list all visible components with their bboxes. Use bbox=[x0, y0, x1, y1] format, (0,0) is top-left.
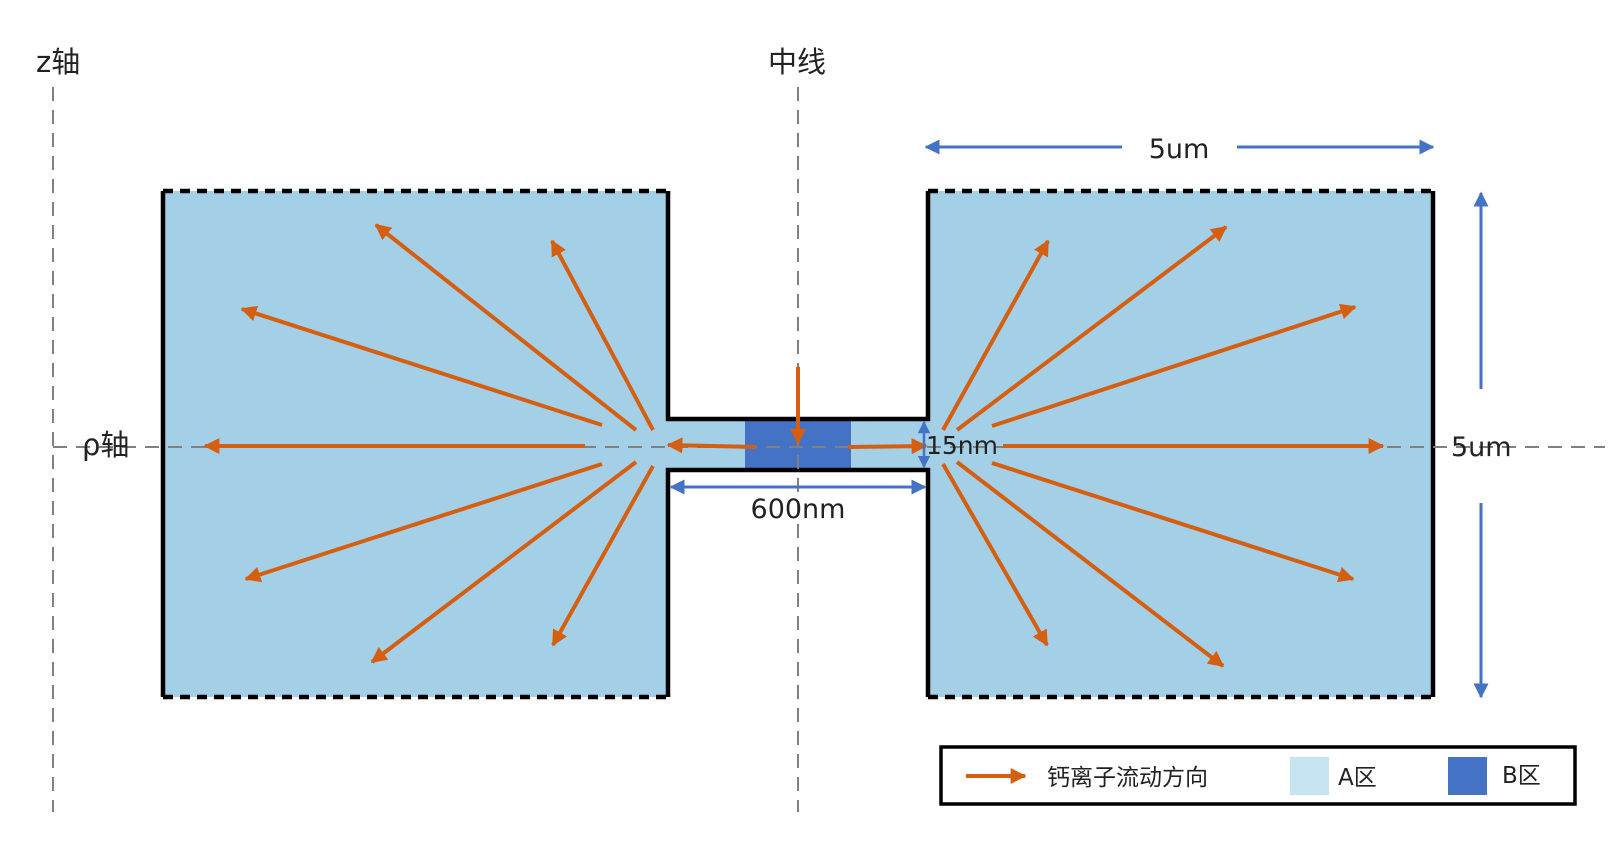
dimension-arrows bbox=[669, 139, 1489, 699]
legend-zone-a-swatch bbox=[1290, 757, 1329, 795]
legend: 钙离子流动方向 A区 B区 bbox=[939, 745, 1577, 806]
flow-arrow-left-6 bbox=[370, 460, 638, 664]
legend-zone-b-swatch bbox=[1448, 757, 1487, 795]
flow-arrow-right-6 bbox=[955, 460, 1225, 668]
flow-arrow-left-3 bbox=[240, 305, 603, 427]
z-axis-label: z轴 bbox=[36, 45, 80, 79]
flow-arrow-left-1 bbox=[550, 239, 655, 431]
legend-zone-a-label: A区 bbox=[1338, 765, 1377, 791]
flow-arrow-left-7 bbox=[551, 465, 655, 647]
flow-arrow-right-3 bbox=[991, 303, 1357, 428]
calcium-flow-arrows bbox=[203, 223, 1385, 668]
flow-arrow-right-1 bbox=[941, 239, 1050, 431]
flow-arrow-left-5 bbox=[244, 462, 603, 583]
flow-arrow-left-center bbox=[666, 437, 757, 454]
width-label: 5um bbox=[1149, 134, 1210, 165]
rho-axis-label: ρ轴 bbox=[82, 428, 129, 462]
legend-arrow-label: 钙离子流动方向 bbox=[1047, 765, 1208, 791]
flow-arrow-right-5 bbox=[991, 461, 1355, 583]
midline-label: 中线 bbox=[768, 45, 826, 79]
flow-arrow-right-7 bbox=[941, 463, 1049, 647]
flow-arrow-right-2 bbox=[955, 225, 1228, 432]
gap-label: 15nm bbox=[926, 431, 998, 460]
length-label: 600nm bbox=[751, 494, 846, 525]
height-label: 5um bbox=[1451, 432, 1512, 463]
legend-zone-b-label: B区 bbox=[1502, 763, 1541, 789]
flow-arrow-left-2 bbox=[374, 223, 638, 432]
flow-arrow-right-center bbox=[847, 438, 928, 455]
